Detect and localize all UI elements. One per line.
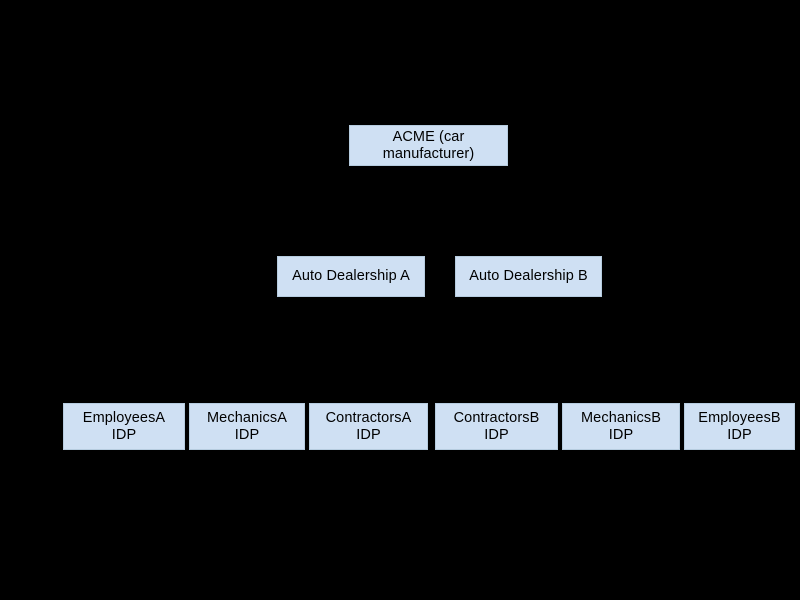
connector-to-leaf-5 <box>739 353 740 403</box>
node-auto-dealership-b[interactable]: Auto Dealership B <box>455 256 602 297</box>
node-employeesa-idp[interactable]: EmployeesA IDP <box>63 403 185 450</box>
connector-to-leaf-0 <box>124 353 125 403</box>
node-employeesb-idp[interactable]: EmployeesB IDP <box>684 403 795 450</box>
node-contractorsb-idp[interactable]: ContractorsB IDP <box>435 403 558 450</box>
connector-root-to-dealerships <box>428 166 429 206</box>
connector-to-leaf-3 <box>496 353 497 403</box>
connector-dealership-a-drop <box>350 297 351 353</box>
node-acme-root[interactable]: ACME (car manufacturer) <box>349 125 508 166</box>
connector-to-leaf-4 <box>621 353 622 403</box>
node-contractorsa-idp[interactable]: ContractorsA IDP <box>309 403 428 450</box>
connector-to-dealership-b <box>528 206 529 256</box>
connector-dealership-bus <box>350 206 529 207</box>
connector-to-leaf-1 <box>247 353 248 403</box>
node-auto-dealership-a[interactable]: Auto Dealership A <box>277 256 425 297</box>
connector-to-leaf-2 <box>368 353 369 403</box>
connector-dealership-b-drop <box>528 297 529 353</box>
node-mechanicsa-idp[interactable]: MechanicsA IDP <box>189 403 305 450</box>
connector-leaf-bus-a <box>124 353 369 354</box>
connector-leaf-bus-b <box>496 353 739 354</box>
node-mechanicsb-idp[interactable]: MechanicsB IDP <box>562 403 680 450</box>
connector-to-dealership-a <box>350 206 351 256</box>
